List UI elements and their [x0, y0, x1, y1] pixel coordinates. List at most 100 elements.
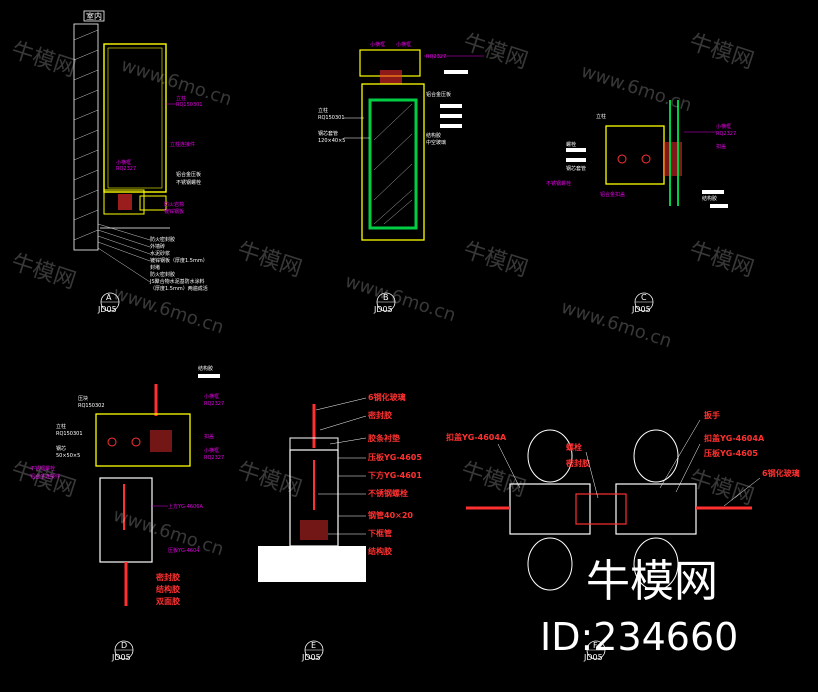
svg-text:不锈钢螺栓: 不锈钢螺栓 [546, 180, 571, 187]
svg-text:A: A [106, 293, 112, 302]
svg-text:钢芯: 钢芯 [56, 445, 66, 452]
detail-f: 扣盖YG-4604A 螺栓 密封胶 扳手 扣盖YG-4604A 压板YG-460… [446, 410, 800, 662]
svg-text:RQ2327: RQ2327 [426, 54, 446, 60]
d-right-labels: 结构胶 小横框 RQ2327 扣盖 小横框 RQ2327 [198, 365, 224, 461]
svg-text:小横框: 小横框 [204, 393, 219, 400]
b-core-hatch [373, 103, 413, 225]
f-detail-tag: F JD05 [583, 640, 606, 662]
svg-text:下方YG-4601: 下方YG-4601 [368, 470, 422, 480]
d-plate [150, 430, 172, 452]
f-right-frame [615, 483, 697, 535]
svg-text:立柱: 立柱 [596, 113, 606, 120]
svg-text:120×40×5: 120×40×5 [318, 138, 345, 144]
svg-text:铝合金扣盖: 铝合金扣盖 [600, 191, 625, 198]
svg-text:钢芯套管: 钢芯套管 [566, 165, 586, 172]
svg-text:钢管40×20: 钢管40×20 [368, 510, 413, 520]
svg-text:RQ150302: RQ150302 [78, 403, 105, 409]
c-right-labels: 小横框 RQ2327 扣盖 [684, 123, 736, 150]
c-plate [664, 142, 682, 176]
svg-text:E: E [311, 641, 316, 650]
svg-text:双面胶: 双面胶 [156, 596, 180, 606]
svg-text:C: C [641, 293, 647, 302]
a-panel-frame [103, 43, 167, 193]
d-bolt-right [131, 437, 141, 447]
a-detail-tag: A JD05 [97, 292, 120, 314]
svg-text:压板YG-4605: 压板YG-4605 [368, 452, 422, 462]
svg-text:6钢化玻璃: 6钢化玻璃 [368, 392, 406, 402]
svg-text:螺栓: 螺栓 [566, 442, 582, 452]
svg-text:（厚度1.5mm）两遍成活: （厚度1.5mm）两遍成活 [150, 285, 208, 292]
a-wall [73, 23, 99, 251]
c-detail-tag: C JD05 [631, 292, 654, 314]
svg-text:立柱: 立柱 [318, 107, 328, 114]
svg-text:B: B [383, 293, 389, 302]
svg-text:铝合金压板: 铝合金压板 [176, 171, 201, 178]
svg-text:密封胶: 密封胶 [565, 458, 590, 468]
svg-text:小横框: 小横框 [396, 41, 411, 48]
d-left-labels: 压块 RQ150302 立柱 RQ150301 钢芯 50×50×5 不锈钢螺栓… [30, 395, 105, 480]
a-mid-labels: 立柱连接件 小横框 RQ2327 铝合金压板 不锈钢螺栓 防火岩棉 镀锌钢板 [116, 141, 201, 215]
detail-c: 立柱 螺栓 钢芯套管 小横框 RQ2327 扣盖 不锈钢螺栓 铝合金扣盖 结构胶… [546, 100, 736, 314]
b-left-labels: 立柱 RQ150301 钢芯套管 120×40×5 [318, 107, 370, 144]
svg-text:结构胶: 结构胶 [198, 365, 213, 372]
svg-text:JD05: JD05 [373, 305, 393, 314]
brand-stamp: 牛模网 ID:234660 [540, 556, 738, 659]
svg-text:JD05: JD05 [631, 305, 651, 314]
svg-text:RQ150301: RQ150301 [318, 115, 345, 121]
svg-text:JD05: JD05 [301, 653, 321, 662]
svg-text:镀锌钢板（厚度1.5mm）: 镀锌钢板（厚度1.5mm） [150, 257, 208, 264]
d-detail-tag: D JD05 [111, 640, 134, 662]
svg-text:压块: 压块 [78, 395, 88, 402]
svg-text:小横框: 小横框 [204, 447, 219, 454]
svg-text:水泥砂浆: 水泥砂浆 [150, 250, 170, 257]
c-bolt-right [641, 154, 651, 164]
detail-e: 6钢化玻璃 密封胶 胶条衬垫 压板YG-4605 下方YG-4601 不锈钢螺栓… [258, 392, 422, 662]
svg-text:扣盖YG-4604A: 扣盖YG-4604A [704, 433, 765, 443]
svg-text:小横框: 小横框 [116, 159, 131, 166]
svg-text:密封胶: 密封胶 [367, 410, 392, 420]
svg-text:RQ2327: RQ2327 [204, 401, 224, 407]
svg-text:6钢化玻璃: 6钢化玻璃 [762, 468, 800, 478]
svg-text:不锈钢螺栓: 不锈钢螺栓 [176, 179, 201, 186]
svg-text:小横框: 小横框 [370, 41, 385, 48]
svg-text:小横框: 小横框 [716, 123, 731, 130]
svg-text:外墙砖: 外墙砖 [150, 243, 165, 250]
d-bolt-left [107, 437, 117, 447]
svg-text:铝合金连接件: 铝合金连接件 [30, 473, 60, 480]
svg-text:螺栓: 螺栓 [566, 141, 576, 148]
svg-text:立柱连接件: 立柱连接件 [170, 141, 195, 148]
svg-text:镀锌钢板: 镀锌钢板 [164, 208, 184, 215]
svg-text:JD05: JD05 [111, 653, 131, 662]
svg-text:不锈钢螺栓: 不锈钢螺栓 [30, 465, 55, 472]
c-bottom-labels: 不锈钢螺栓 铝合金扣盖 结构胶 [546, 180, 728, 208]
detail-b: 小横框 小横框 RQ2327 铝合金压板 结构胶 中空玻璃 立柱 RQ15030… [318, 41, 484, 314]
brand-name: 牛模网 [586, 556, 718, 607]
d-bottom-labels: 密封胶 结构胶 双面胶 [155, 572, 180, 606]
b-bolt-block [380, 70, 402, 84]
svg-text:JD05: JD05 [583, 653, 603, 662]
svg-text:结构胶: 结构胶 [426, 132, 441, 139]
e-bottom-block [300, 520, 328, 540]
d-bracket [95, 413, 191, 467]
svg-text:F: F [593, 641, 598, 650]
f-center-joint [575, 493, 627, 525]
svg-text:扣盖: 扣盖 [204, 433, 214, 440]
f-tube-bottom-left [527, 537, 573, 591]
f-tube-top-right [633, 429, 679, 483]
svg-text:扳手: 扳手 [704, 410, 720, 420]
svg-text:不锈钢螺栓: 不锈钢螺栓 [368, 488, 408, 498]
e-base-block [258, 546, 366, 582]
svg-text:结构胶: 结构胶 [368, 546, 392, 556]
svg-text:结构胶: 结构胶 [156, 584, 180, 594]
a-panel-inner [107, 47, 163, 189]
svg-text:扣盖YG-4604A: 扣盖YG-4604A [446, 432, 507, 442]
a-room-tag-box [83, 10, 105, 22]
a-col-labels: 立柱 RQ150301 [166, 95, 203, 108]
f-tube-top-left [527, 429, 573, 483]
svg-text:密封胶: 密封胶 [155, 572, 180, 582]
e-labels: 6钢化玻璃 密封胶 胶条衬垫 压板YG-4605 下方YG-4601 不锈钢螺栓… [315, 392, 422, 556]
c-bolt-left [617, 154, 627, 164]
svg-text:铝合金压板: 铝合金压板 [426, 91, 451, 98]
svg-text:立柱: 立柱 [56, 423, 66, 430]
